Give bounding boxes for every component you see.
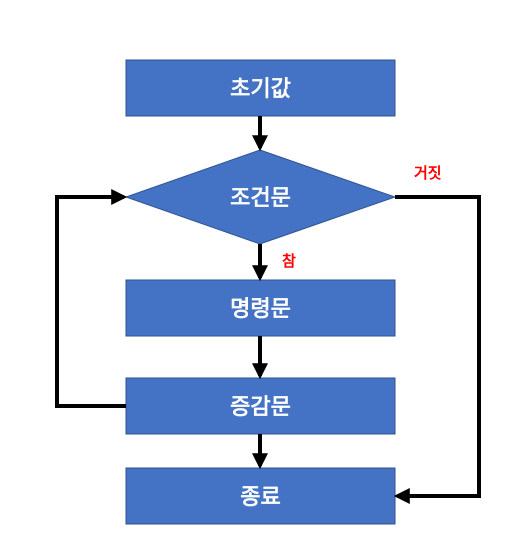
node-statement: 명령문 [125, 279, 396, 337]
node-condition: 조건문 [124, 149, 397, 245]
node-increment-label: 증감문 [230, 395, 291, 420]
label-true: 참 [282, 252, 296, 270]
node-init: 초기값 [125, 59, 396, 117]
node-end-label: 종료 [240, 485, 280, 510]
label-false: 거짓 [414, 164, 442, 182]
node-statement-label: 명령문 [230, 297, 291, 322]
node-init-label: 초기값 [230, 77, 291, 102]
node-condition-label: 조건문 [230, 186, 291, 211]
arrow-increment-loop-back [55, 189, 128, 408]
node-increment: 증감문 [125, 377, 396, 435]
node-end: 종료 [125, 467, 396, 525]
arrow-condition-false-to-end [393, 195, 481, 504]
